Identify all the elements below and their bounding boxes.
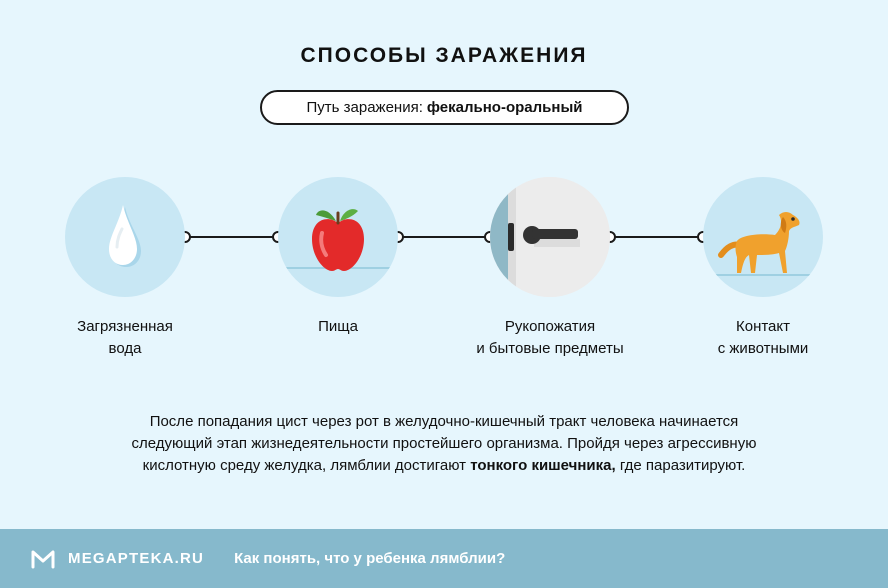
method-circle-animals bbox=[703, 177, 823, 297]
method-label-line: с животными bbox=[717, 340, 809, 357]
method-circle-water bbox=[65, 177, 185, 297]
method-label-animals: Контакт с животными bbox=[683, 316, 843, 360]
method-label-water: Загрязненная вода bbox=[45, 316, 205, 360]
description-text: После попадания цист через рот в желудоч… bbox=[60, 411, 828, 477]
method-circle-handshake bbox=[490, 177, 610, 297]
method-label-line: Пища bbox=[318, 318, 358, 335]
description-line: следующий этап жизнедеятельности простей… bbox=[131, 435, 757, 452]
water-drop-icon bbox=[109, 205, 141, 267]
article-link[interactable]: Как понять, что у ребенка лямблии? bbox=[234, 550, 506, 567]
method-label-line: вода bbox=[108, 340, 142, 357]
path-value: фекально-оральный bbox=[426, 99, 583, 116]
path-label: Путь заражения: bbox=[306, 99, 423, 116]
door-handle-icon bbox=[490, 177, 610, 297]
dog-icon bbox=[711, 212, 815, 276]
method-label-line: Загрязненная bbox=[77, 318, 173, 335]
method-label-handshake: Рукопожатия и бытовые предметы bbox=[445, 316, 655, 360]
method-label-line: Контакт bbox=[735, 318, 790, 335]
method-label-food: Пища bbox=[258, 316, 418, 338]
brand-name: MEGAPTEKA.RU bbox=[68, 550, 205, 567]
footer-bar: MEGAPTEKA.RU Как понять, что у ребенка л… bbox=[0, 529, 888, 588]
description-line: После попадания цист через рот в желудоч… bbox=[149, 413, 739, 430]
infection-path-badge: Путь заражения: фекально-оральный bbox=[260, 90, 629, 125]
page-title: СПОСОБЫ ЗАРАЖЕНИЯ bbox=[300, 44, 588, 67]
description-fragment: где паразитируют. bbox=[615, 457, 746, 474]
description-fragment: кислотную среду желудка, лямблии достига… bbox=[142, 457, 471, 474]
description-bold-fragment: тонкого кишечника, bbox=[470, 457, 616, 474]
method-circle-food bbox=[278, 177, 398, 297]
description-line: кислотную среду желудка, лямблии достига… bbox=[60, 455, 828, 477]
megapteka-logo-icon bbox=[31, 550, 55, 568]
method-label-line: и бытовые предметы bbox=[476, 340, 624, 357]
method-label-line: Рукопожатия bbox=[504, 318, 596, 335]
apple-icon bbox=[286, 209, 390, 271]
